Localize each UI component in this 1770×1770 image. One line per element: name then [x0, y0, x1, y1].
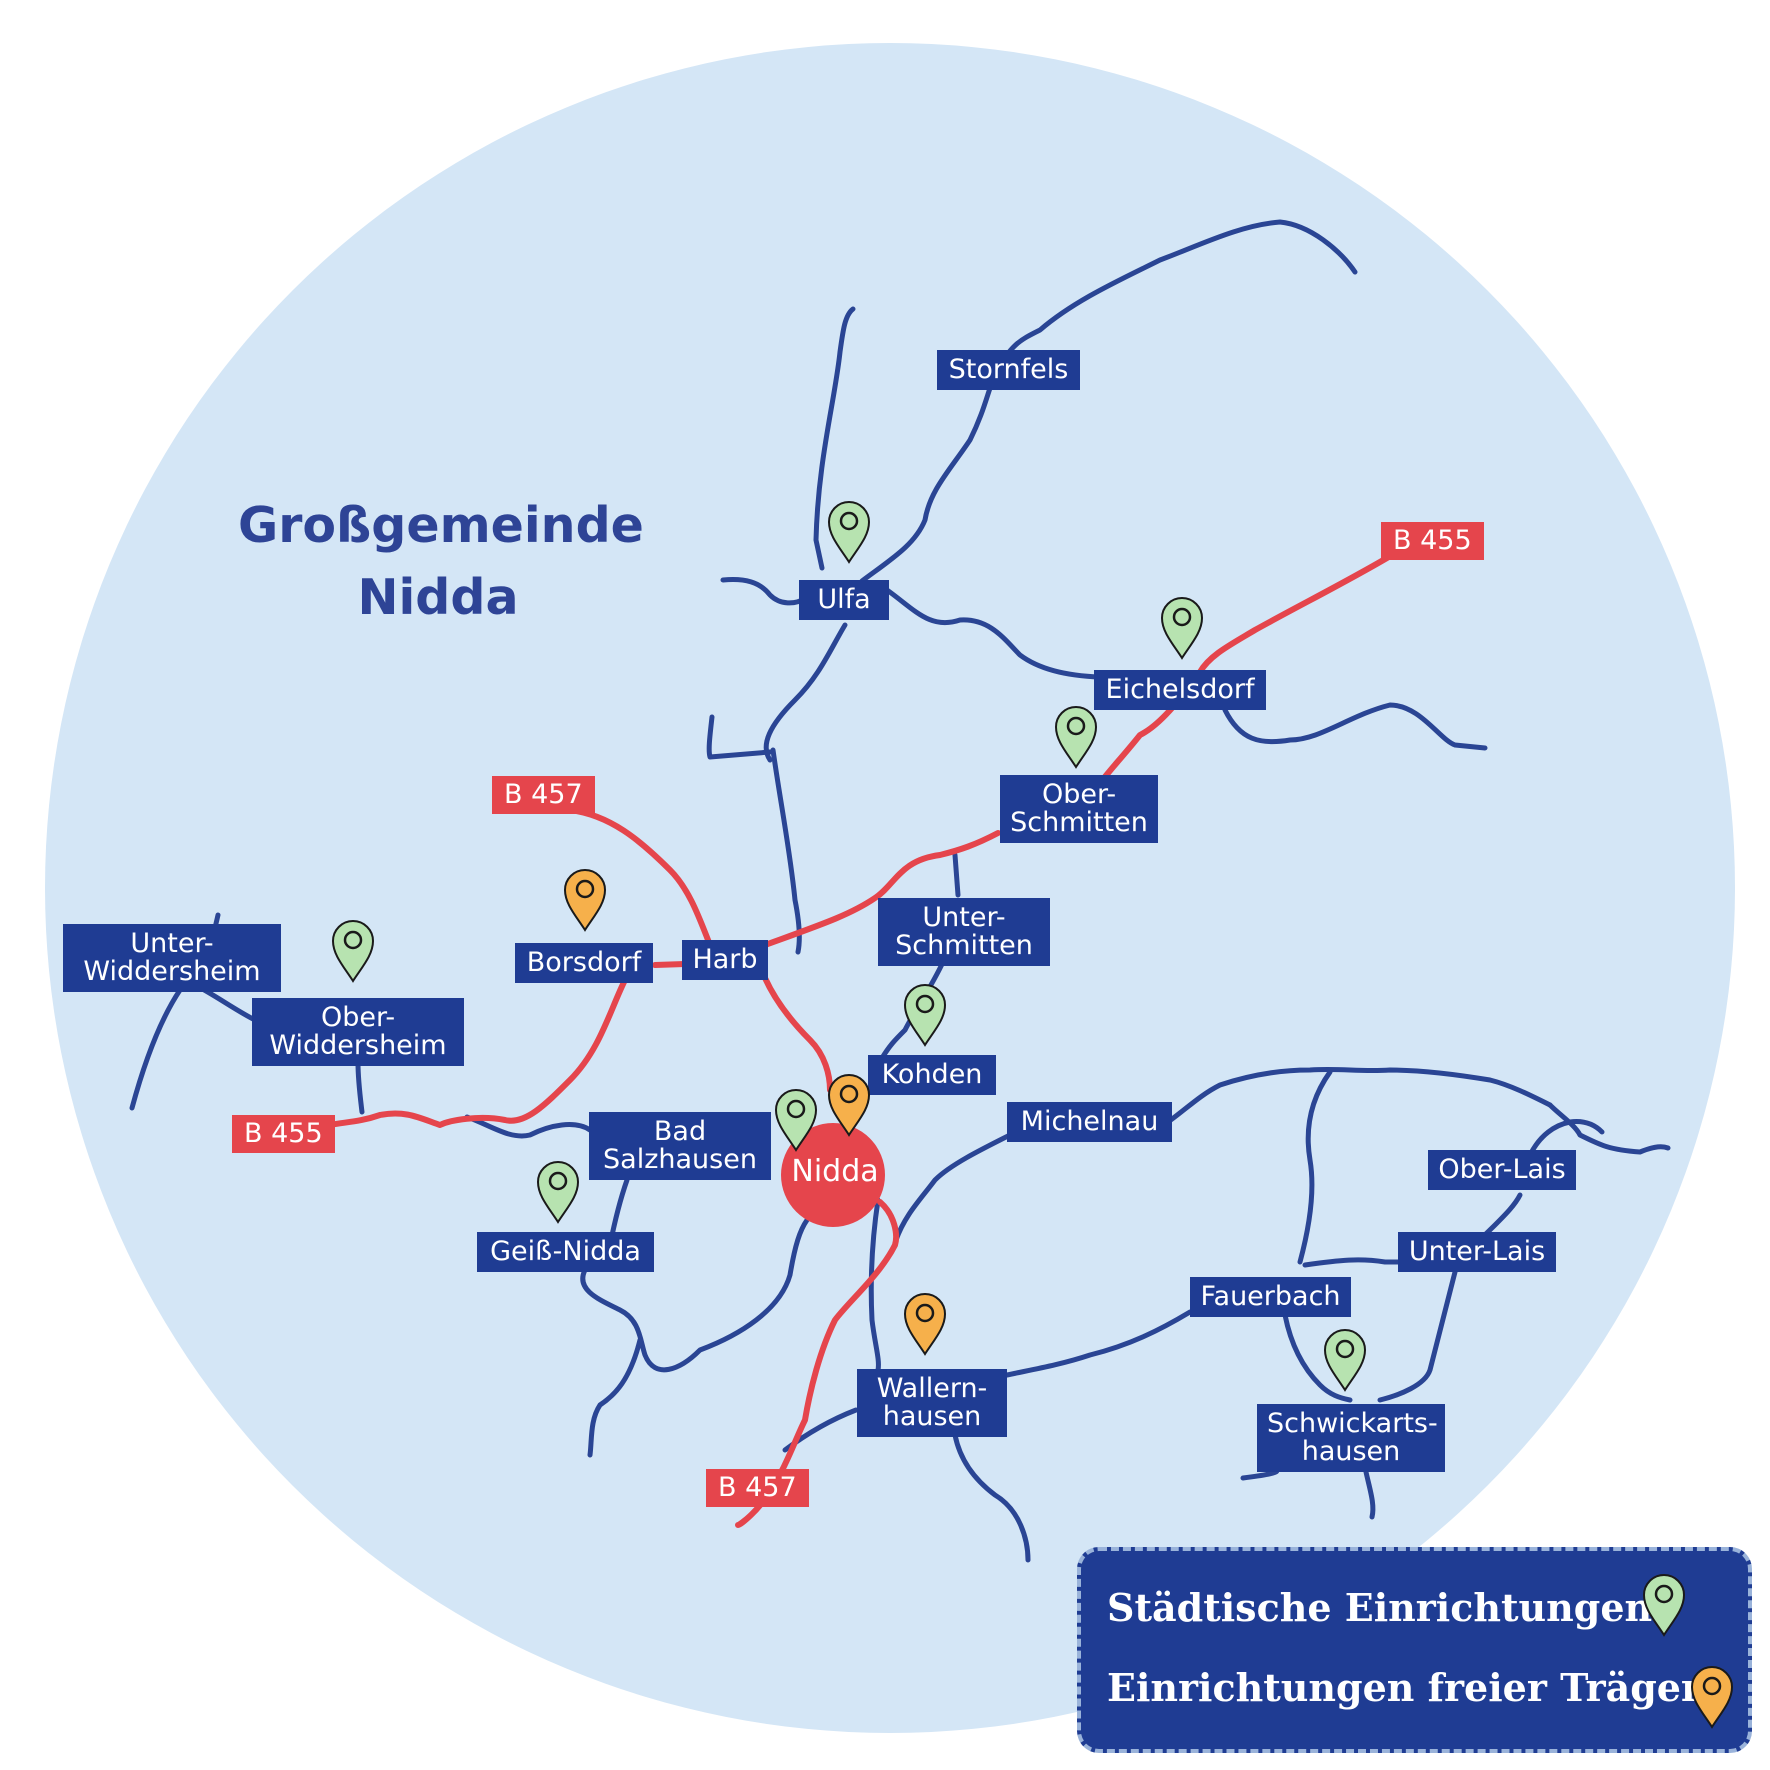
road-b455-harb [762, 830, 1001, 948]
map-pin-green-icon[interactable] [902, 983, 948, 1047]
road-borsdorf-b455 [327, 977, 628, 1128]
road-fauerbach-schwickartshausen [1282, 1312, 1353, 1403]
place-label-ober-schmitten: Ober-Schmitten [1000, 775, 1158, 843]
road-ulfa-north [813, 306, 856, 571]
place-label-stornfels: Stornfels [937, 350, 1080, 390]
legend-pin-orange-icon [1690, 1666, 1734, 1729]
road-schwickartshausen-south [1363, 1469, 1376, 1520]
map-pin-green-icon[interactable] [1053, 705, 1099, 769]
map-pin-orange-icon[interactable] [826, 1073, 872, 1137]
road-unter-schmitten [952, 852, 961, 898]
legend-independent-label: Einrichtungen freier Träger [1107, 1665, 1701, 1710]
road-unter-lais-south [1377, 1269, 1458, 1403]
legend-municipal-label: Städtische Einrichtungen [1107, 1585, 1653, 1630]
map-pin-green-icon[interactable] [535, 1160, 581, 1224]
place-label-unter-lais: Unter-Lais [1398, 1232, 1556, 1272]
road-label-b455-ne: B 455 [1381, 522, 1484, 560]
place-label-unter-widdersheim: Unter-Widdersheim [63, 924, 281, 992]
road-ulfa-west [720, 577, 809, 606]
road-eichelsdorf-east [1222, 702, 1488, 751]
road-east-top [1547, 1102, 1671, 1155]
place-label-kohden: Kohden [868, 1055, 996, 1095]
road-ulfa-stornfels [859, 219, 1358, 584]
road-east-loop [1165, 1066, 1553, 1125]
place-label-unter-schmitten: Unter-Schmitten [878, 898, 1050, 966]
road-harb-north [770, 747, 802, 955]
map-pin-green-icon[interactable] [330, 919, 376, 983]
map-pin-orange-icon[interactable] [562, 868, 608, 932]
road-label-b455-w: B 455 [232, 1115, 335, 1153]
place-label-borsdorf: Borsdorf [515, 943, 653, 983]
road-unter-schmitten-kohden [879, 957, 947, 1061]
road-fauerbach-north [1297, 1069, 1333, 1265]
place-label-fauerbach: Fauerbach [1190, 1277, 1351, 1317]
road-label-b457-s: B 457 [706, 1469, 809, 1507]
road-harb-nidda [762, 975, 833, 1093]
map-pin-green-icon[interactable] [773, 1088, 819, 1152]
road-ober-lais-link [1527, 1119, 1605, 1158]
map-pin-orange-icon[interactable] [902, 1292, 948, 1356]
road-ober-widdersheim-south [355, 1060, 365, 1115]
map-pin-green-icon[interactable] [1159, 596, 1205, 660]
map-pin-green-icon[interactable] [826, 500, 872, 564]
road-fauerbach-unter-lais [1302, 1257, 1403, 1268]
road-harb-borsdorf [652, 961, 688, 968]
road-label-b457-nw: B 457 [492, 776, 595, 814]
place-label-ober-lais: Ober-Lais [1428, 1150, 1576, 1190]
road-sw-branch [587, 1337, 643, 1458]
place-label-ober-widdersheim: Ober-Widdersheim [252, 998, 464, 1066]
place-label-ulfa: Ulfa [799, 580, 889, 620]
place-label-michelnau: Michelnau [1007, 1102, 1172, 1142]
road-geiss-nidda-south [580, 1217, 810, 1373]
place-label-harb: Harb [682, 940, 768, 980]
road-ulfa-east [884, 587, 1103, 680]
road-michelnau-west [893, 1132, 1013, 1243]
road-bad-salzhausen-west [464, 1114, 593, 1139]
map-pin-green-icon[interactable] [1322, 1328, 1368, 1392]
map-title-line1: Großgemeinde [238, 497, 644, 554]
road-b455-ne [1092, 552, 1395, 793]
place-label-eichelsdorf: Eichelsdorf [1094, 670, 1266, 710]
road-wallernhausen-south [952, 1432, 1031, 1563]
road-west-spur [706, 714, 773, 760]
map-legend: Städtische Einrichtungen Einrichtungen f… [1077, 1547, 1752, 1753]
place-label-schwickartshausen: Schwickarts-hausen [1257, 1404, 1445, 1472]
place-label-geiss-nidda: Geiß-Nidda [477, 1232, 654, 1272]
place-label-wallernhausen: Wallern-hausen [857, 1369, 1007, 1437]
map-title-line2: Nidda [357, 569, 519, 626]
road-fauerbach-wallernhausen [1004, 1309, 1193, 1378]
road-wallernhausen-north [868, 1197, 881, 1373]
map-title: Großgemeinde Nidda [238, 490, 644, 634]
road-b457-nw [567, 807, 713, 948]
legend-pin-green-icon [1642, 1574, 1686, 1637]
place-label-nidda: Nidda [791, 1154, 879, 1189]
road-ulfa-south [763, 622, 848, 763]
